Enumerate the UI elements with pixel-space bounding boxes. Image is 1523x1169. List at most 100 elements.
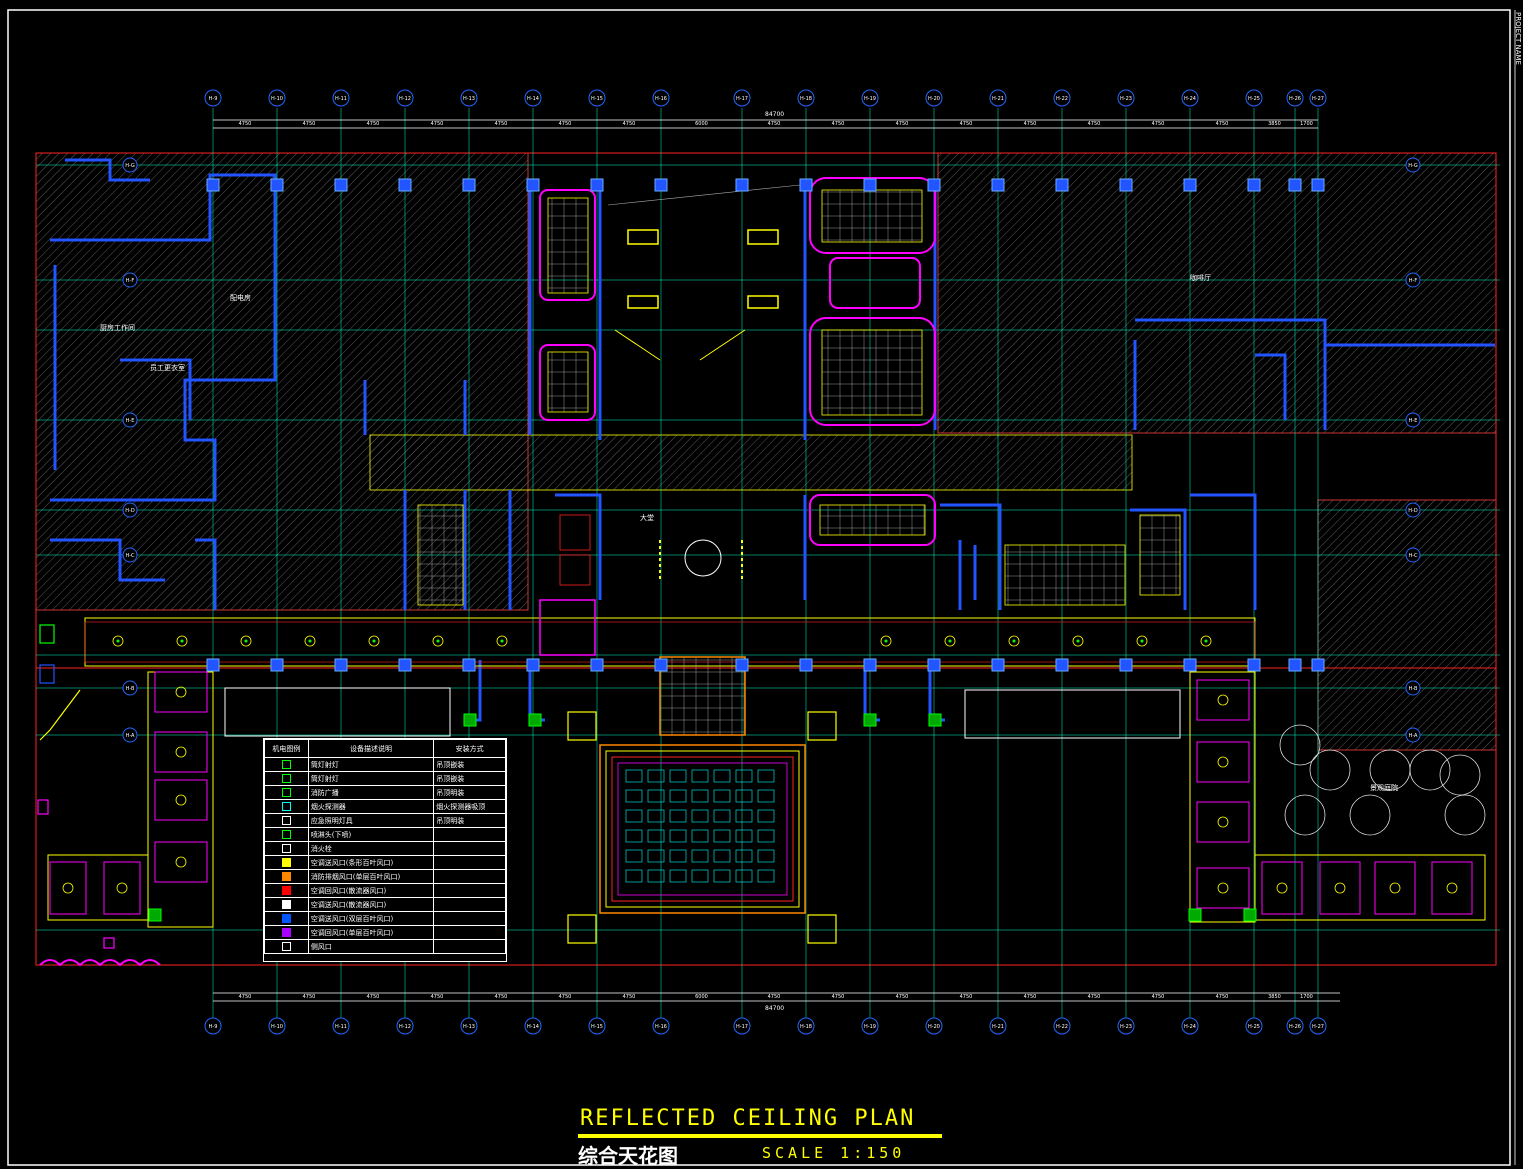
grid-bubble <box>204 1017 222 1035</box>
dimension-text: 4750 <box>1088 121 1101 127</box>
light-fixture-center <box>948 639 952 643</box>
legend-description: 消防广播 <box>307 785 435 800</box>
legend-symbol-swatch <box>281 788 291 797</box>
legend-header-symbol: 机电图例 <box>264 739 309 758</box>
row-bubble <box>122 272 138 288</box>
column <box>528 713 542 727</box>
column <box>463 713 477 727</box>
legend-mounting: 吊顶嵌装 <box>433 757 506 772</box>
canopy-cell <box>691 809 709 823</box>
grid-bubble-label: H-12 <box>399 96 411 102</box>
canopy-cell <box>735 769 753 783</box>
grid-bubble-label: H-11 <box>335 1024 347 1030</box>
canopy-cell <box>735 849 753 863</box>
dimension-text: 4750 <box>495 994 508 1000</box>
canopy-cell <box>735 809 753 823</box>
legend-symbol-swatch <box>281 760 291 769</box>
canopy-cell <box>757 869 775 883</box>
grid-bubble <box>652 89 670 107</box>
legend-mounting: 吊顶明装 <box>433 813 506 828</box>
column <box>1183 178 1197 192</box>
grid-bubble-label: H-25 <box>1248 96 1260 102</box>
column <box>334 178 348 192</box>
canopy-cell <box>625 789 643 803</box>
grid-bubble <box>1245 89 1263 107</box>
grid-bubble-label: H-16 <box>655 1024 667 1030</box>
legend-header-mounting: 安装方式 <box>433 739 506 758</box>
grid-bubble <box>1309 89 1327 107</box>
grid-bubble <box>1117 89 1135 107</box>
room-label: 大堂 <box>640 513 654 522</box>
legend-symbol-swatch <box>281 928 291 937</box>
column <box>654 178 668 192</box>
light-fixture <box>1136 635 1148 647</box>
column <box>1247 178 1261 192</box>
grid-bubble <box>460 1017 478 1035</box>
room-label: 员工更衣室 <box>150 363 185 372</box>
grid-bubble <box>268 1017 286 1035</box>
light-fixture-center <box>180 639 184 643</box>
column <box>863 178 877 192</box>
legend-row: 侧风口 <box>264 939 506 954</box>
grid-bubble-label: H-26 <box>1289 96 1301 102</box>
light-fixture <box>496 635 508 647</box>
canopy-cell <box>713 869 731 883</box>
legend-symbol <box>264 799 309 814</box>
canopy-cell <box>647 769 665 783</box>
legend-symbol <box>264 841 309 856</box>
dimension-text: 4750 <box>367 121 380 127</box>
grid-bubble <box>524 1017 542 1035</box>
drawing-scale: SCALE 1:150 <box>762 1144 906 1162</box>
column <box>1119 178 1133 192</box>
light-fixture <box>1200 635 1212 647</box>
legend-symbol-swatch <box>281 844 291 853</box>
legend-description: 筒灯射灯 <box>307 757 435 772</box>
legend-row: 消防排烟风口(单层百叶风口) <box>264 869 506 884</box>
grid-bubble-label: H-23 <box>1120 1024 1132 1030</box>
legend-symbol <box>264 939 309 954</box>
dimension-text: 4750 <box>960 121 973 127</box>
legend-mounting <box>433 911 506 926</box>
grid-bubble <box>989 89 1007 107</box>
wing-bay <box>1196 679 1250 721</box>
column <box>590 658 604 672</box>
row-bubble-label: H-C <box>125 553 135 559</box>
canopy-cell <box>713 849 731 863</box>
legend-header-description: 设备描述说明 <box>307 739 435 758</box>
legend-symbol-swatch <box>281 858 291 867</box>
grid-bubble <box>1286 1017 1304 1035</box>
legend-description: 空调回风口(散流器风口) <box>307 883 435 898</box>
legend-row: 应急照明灯具吊顶明装 <box>264 813 506 828</box>
canopy-cell <box>691 849 709 863</box>
row-bubble-label: H-G <box>1408 163 1418 169</box>
grid-bubble-label: H-17 <box>736 1024 748 1030</box>
dimension-text: 4750 <box>559 121 572 127</box>
legend-symbol-swatch <box>281 802 291 811</box>
column <box>206 658 220 672</box>
canopy-cell <box>713 829 731 843</box>
row-bubble <box>1405 272 1421 288</box>
light-fixture <box>175 686 187 698</box>
canopy-cell <box>735 869 753 883</box>
legend-mounting <box>433 939 506 954</box>
light-fixture <box>304 635 316 647</box>
dimension-text: 4750 <box>1216 121 1229 127</box>
row-bubble-label: H-E <box>1409 418 1418 424</box>
row-bubble-label: H-G <box>125 163 135 169</box>
grid-bubble-label: H-14 <box>527 96 539 102</box>
canopy-cell <box>691 789 709 803</box>
column <box>1119 658 1133 672</box>
grid-bubble-label: H-21 <box>992 96 1004 102</box>
light-fixture-center <box>436 639 440 643</box>
legend-row: 空调回风口(单层百叶风口) <box>264 925 506 940</box>
grid-bubble-label: H-24 <box>1184 1024 1196 1030</box>
column <box>927 178 941 192</box>
legend-symbol-swatch <box>281 872 291 881</box>
grid-bubble-label: H-18 <box>800 1024 812 1030</box>
column <box>863 713 877 727</box>
dimension-text: 3850 <box>1268 121 1281 127</box>
row-bubble <box>1405 547 1421 563</box>
grid-bubble-label: H-14 <box>527 1024 539 1030</box>
column <box>1055 178 1069 192</box>
project-name-label: PROJECT NAME <box>1514 12 1522 65</box>
